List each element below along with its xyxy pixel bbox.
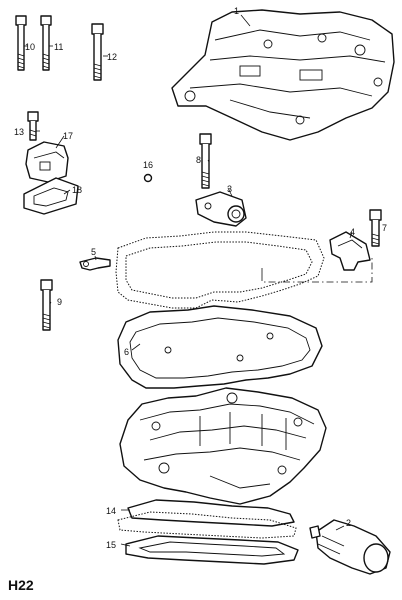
bolt-9: [40, 279, 53, 331]
callout-10: 10: [25, 42, 35, 52]
callout-8: 8: [196, 155, 201, 165]
callout-3: 3: [227, 184, 232, 194]
solenoid-3: [195, 191, 247, 227]
solenoid-valve-2: [309, 519, 391, 575]
callout-7: 7: [382, 223, 387, 233]
callout-5: 5: [91, 247, 96, 257]
gasket-15: [125, 535, 299, 565]
bolt-11: [40, 15, 52, 71]
callout-11: 11: [54, 42, 63, 52]
bolt-7: [369, 209, 382, 247]
separator-plate-upper: [115, 231, 325, 309]
clip-5: [79, 257, 111, 271]
callout-14: 14: [106, 506, 116, 516]
callout-2: 2: [346, 518, 351, 528]
callout-9: 9: [57, 297, 62, 307]
bolt-13: [27, 111, 39, 141]
callout-17: 17: [63, 131, 73, 141]
gasket-18: [23, 177, 79, 215]
bolt-12: [91, 23, 104, 81]
callout-16: 16: [143, 160, 153, 170]
bolt-8: [199, 133, 212, 189]
upper-valve-body: [171, 9, 395, 141]
o-ring-16: [143, 173, 153, 183]
callout-4: 4: [350, 227, 355, 237]
gasket-6: [117, 305, 323, 389]
bolt-10: [15, 15, 27, 71]
callout-13: 13: [14, 127, 24, 137]
callout-6: 6: [124, 347, 129, 357]
lower-valve-body: [119, 387, 327, 505]
sensor-block-17: [25, 141, 69, 183]
callout-18: 18: [72, 185, 82, 195]
bracket-4: [329, 231, 371, 271]
figure-code: H22: [8, 577, 34, 593]
leader-lines: [24, 14, 353, 547]
callout-1: 1: [234, 6, 239, 16]
callout-15: 15: [106, 540, 116, 550]
gasket-14: [117, 499, 297, 539]
callout-12: 12: [107, 52, 117, 62]
